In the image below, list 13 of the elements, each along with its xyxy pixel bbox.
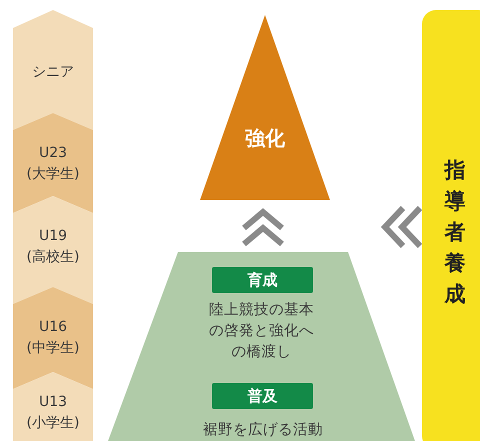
stage-band: U16 (中学生) bbox=[13, 287, 93, 389]
stage-band: U23 (大学生) bbox=[13, 113, 93, 213]
description-text: 陸上競技の基本の啓発と強化への橋渡し bbox=[208, 301, 315, 362]
stage-band: U13 (小学生) bbox=[13, 372, 93, 441]
side-panel: 指導者養成 bbox=[422, 10, 480, 441]
chevron-arrow bbox=[380, 205, 423, 249]
description-text: 裾野を広げる活動 bbox=[202, 420, 324, 440]
pyramid-top: 強化 bbox=[200, 15, 330, 200]
category-badge: 育成 bbox=[212, 267, 313, 293]
chevron-arrow bbox=[241, 208, 285, 247]
category-badge: 普及 bbox=[212, 383, 313, 409]
stage-band: シニア bbox=[13, 10, 93, 130]
stage-band: U19 (高校生) bbox=[13, 196, 93, 304]
